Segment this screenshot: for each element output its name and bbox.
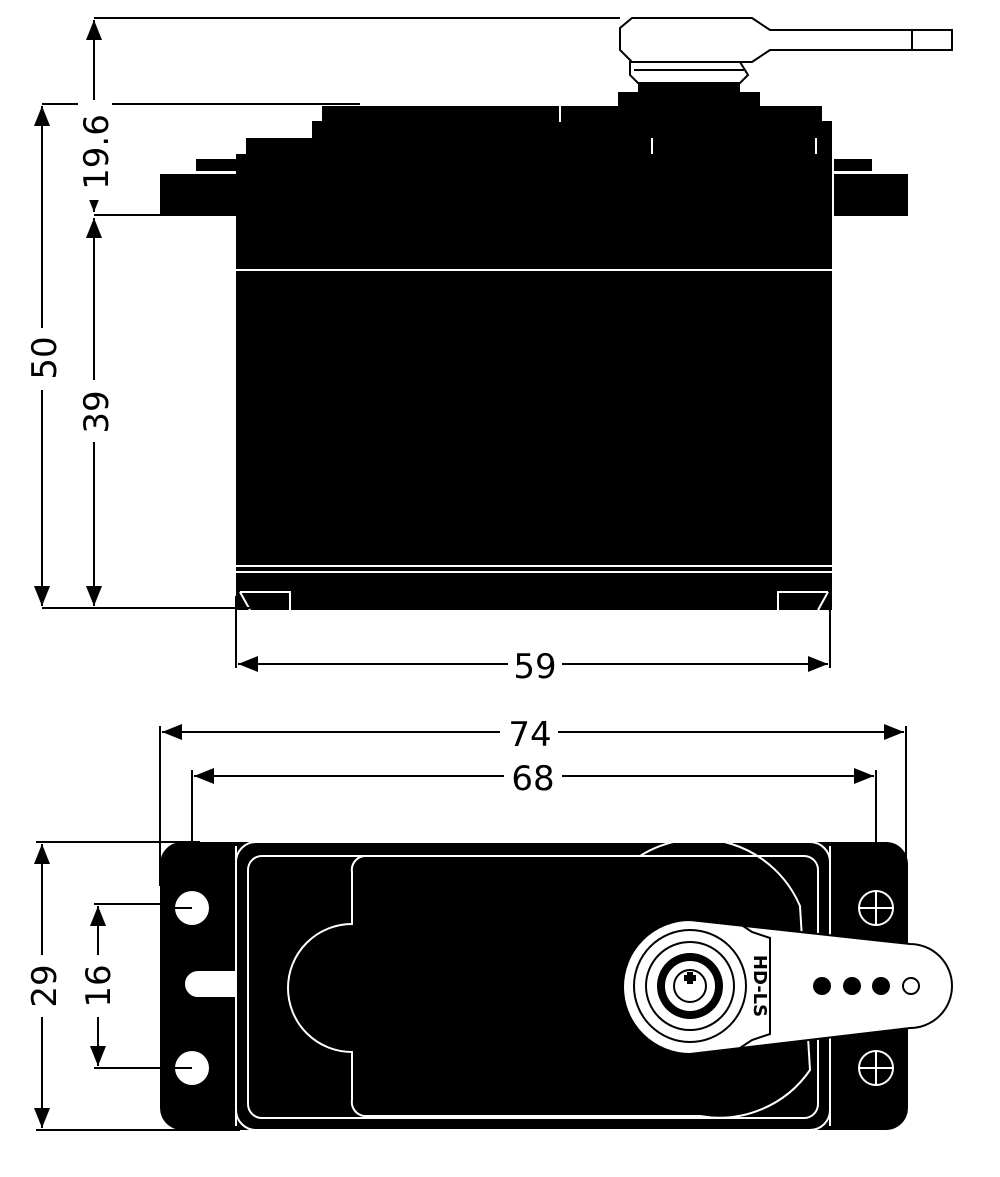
side-mount-tabs	[160, 159, 908, 216]
dim-label-29: 29	[25, 964, 65, 1007]
dim-depth-total: 29	[24, 841, 240, 1131]
dim-label-50: 50	[25, 336, 65, 379]
dim-width-holes: 68	[191, 758, 877, 842]
dim-width-body: 59	[235, 596, 831, 687]
horn-hole	[813, 977, 831, 995]
dim-label-59: 59	[513, 647, 556, 687]
side-body	[236, 154, 832, 611]
dim-hole-spacing: 16	[79, 903, 175, 1069]
dim-width-total: 74	[159, 714, 907, 886]
dim-height-total: 50	[24, 103, 360, 609]
dim-height-body: 39	[77, 214, 160, 606]
wire-slot	[185, 971, 240, 997]
dim-label-74: 74	[508, 715, 551, 755]
horn-hole	[872, 977, 890, 995]
mount-hole-top-right	[858, 890, 894, 926]
side-view: 50 19.6 39 59	[24, 17, 953, 687]
mount-hole-bottom-right	[858, 1050, 894, 1086]
horn-label: HD-LS	[749, 955, 770, 1017]
side-horn	[618, 17, 953, 106]
top-horn: HD-LS	[622, 918, 953, 1056]
horn-hole	[902, 977, 920, 995]
top-view: HD-LS 74 68 29	[24, 714, 953, 1131]
dim-height-top: 19.6	[77, 17, 620, 212]
horn-hole	[843, 977, 861, 995]
dim-label-16: 16	[79, 964, 119, 1007]
dim-label-19-6: 19.6	[77, 114, 117, 190]
side-top-cover	[246, 106, 832, 154]
dim-label-68: 68	[511, 759, 554, 799]
dim-label-39: 39	[77, 390, 117, 433]
